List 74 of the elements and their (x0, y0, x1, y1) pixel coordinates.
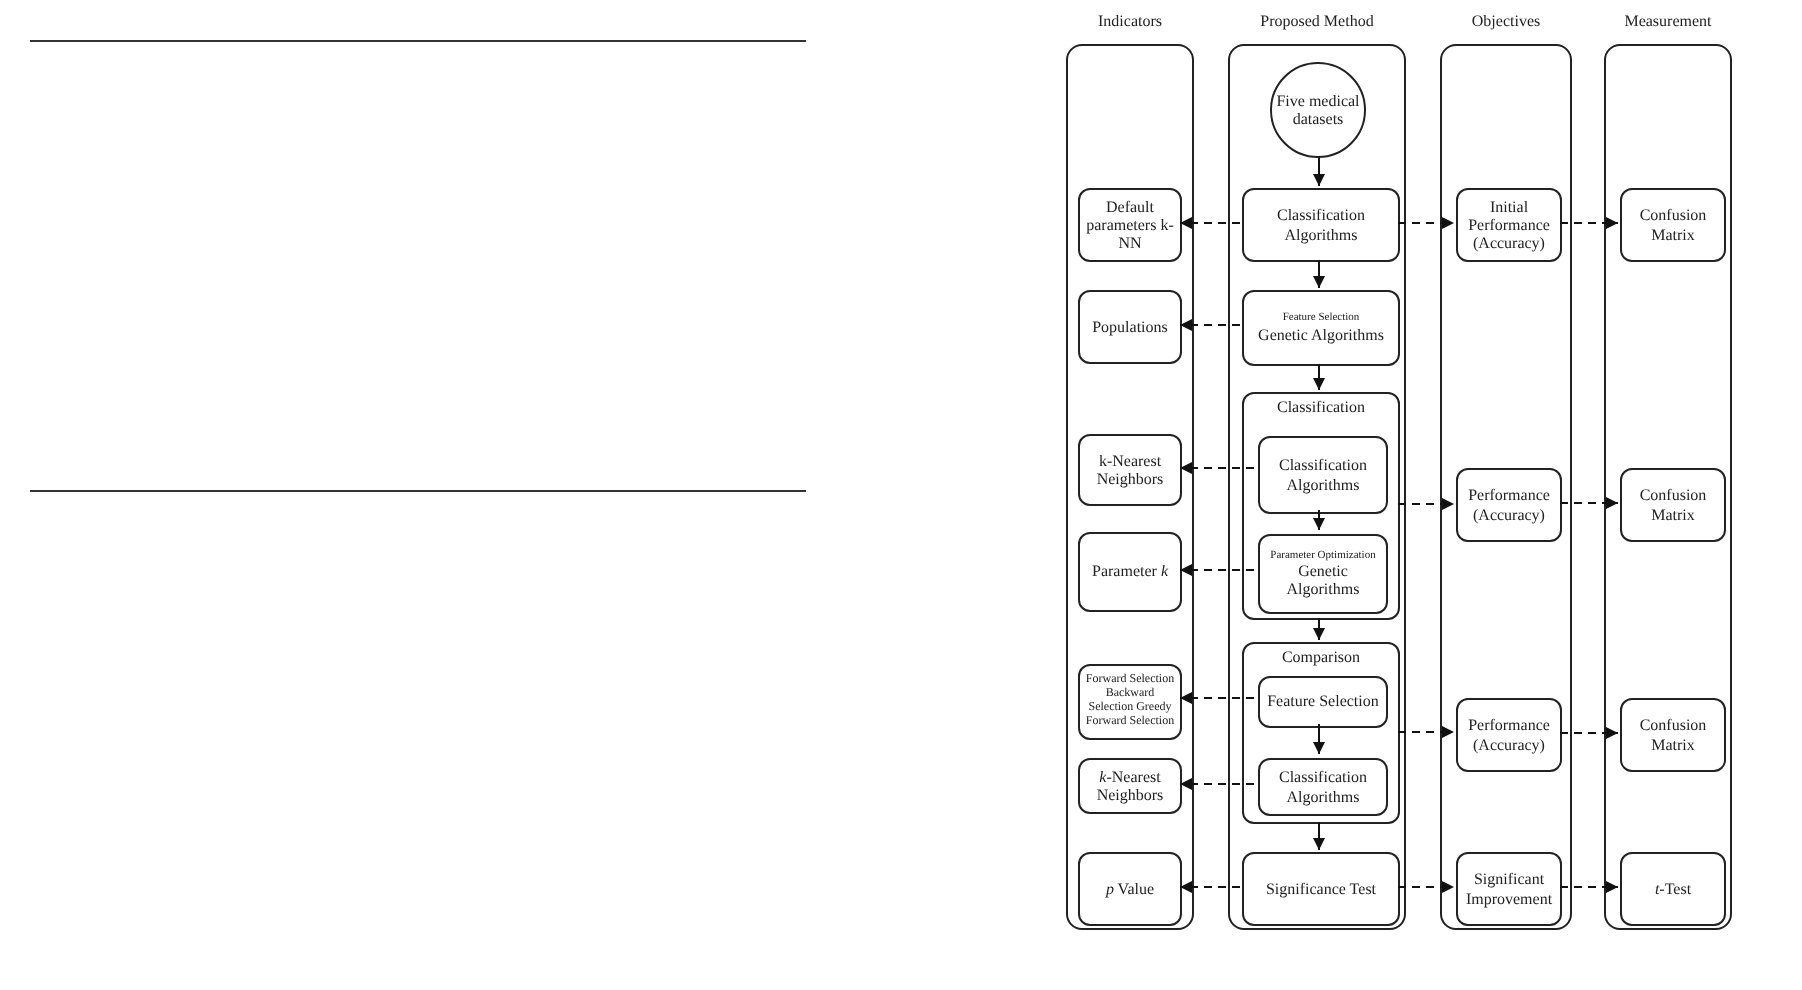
process-box (1078, 852, 1182, 926)
node-label: Classification Algorithms (1277, 768, 1369, 806)
process-box (1078, 290, 1182, 364)
node-label: Significance Test (1265, 879, 1377, 899)
node-label: Genetic Algorithms (1284, 561, 1362, 599)
process-box (1620, 188, 1726, 262)
arrow (1313, 259, 1325, 289)
process-box (1242, 290, 1400, 366)
process-box (1078, 664, 1182, 740)
arrow (1313, 723, 1325, 755)
process-box (1258, 676, 1388, 728)
node-label: Significant Improvement (1463, 870, 1555, 908)
process-box (1078, 434, 1182, 506)
group-box (1242, 392, 1400, 620)
node-label: Populations (1092, 317, 1168, 337)
dashed-arrow (1179, 217, 1241, 229)
dashed-arrow (1397, 498, 1455, 510)
column-heading: Measurement (1622, 12, 1714, 31)
node-label: t-Test (1654, 879, 1692, 899)
start-circle (1270, 62, 1366, 158)
process-box (1242, 852, 1400, 926)
dashed-arrow (1179, 881, 1241, 893)
node-label: Confusion Matrix (1637, 206, 1709, 244)
dashed-arrow (1179, 692, 1255, 704)
node-label: k-Nearest Neighbors (1094, 767, 1166, 805)
node-label: Classification Algorithms (1275, 206, 1367, 244)
group-heading: Classification (1277, 398, 1365, 417)
column-heading: Objectives (1469, 12, 1543, 31)
column-heading: Proposed Method (1258, 12, 1376, 31)
process-box (1456, 852, 1562, 926)
dashed-arrow (1397, 726, 1455, 738)
dashed-arrow (1179, 462, 1255, 474)
node-label: Initial Performance (Accuracy) (1466, 197, 1552, 253)
dashed-arrow (1559, 881, 1619, 893)
process-box (1620, 468, 1726, 542)
node-label: Confusion Matrix (1637, 486, 1709, 524)
group-box (1242, 642, 1400, 824)
process-box (1456, 468, 1562, 542)
node-label: Parameter k (1092, 562, 1168, 582)
column-heading: Indicators (1096, 12, 1164, 31)
dashed-arrow (1559, 497, 1619, 509)
process-box (1620, 852, 1726, 926)
process-box (1078, 532, 1182, 612)
node-label: Classification Algorithms (1277, 456, 1369, 494)
dashed-arrow (1559, 217, 1619, 229)
node-label: Performance (Accuracy) (1466, 486, 1552, 524)
dashed-arrow (1397, 217, 1455, 229)
process-box (1456, 698, 1562, 772)
node-label: Default parameters k-NN (1084, 197, 1176, 253)
node-label: k-Nearest Neighbors (1094, 451, 1166, 489)
node-label: Confusion Matrix (1637, 716, 1709, 754)
dashed-arrow (1559, 727, 1619, 739)
group-heading: Comparison (1281, 648, 1361, 667)
process-box (1258, 758, 1388, 816)
process-box (1078, 758, 1182, 814)
dashed-arrow (1179, 778, 1255, 790)
node-label: Feature Selection (1267, 692, 1379, 712)
node-label: p Value (1105, 879, 1155, 899)
process-box (1620, 698, 1726, 772)
dashed-arrow (1397, 881, 1455, 893)
arrow (1313, 155, 1325, 187)
process-box (1456, 188, 1562, 262)
node-label: Performance (Accuracy) (1466, 716, 1552, 754)
process-box (1242, 188, 1400, 262)
dashed-arrow (1179, 564, 1255, 576)
process-box (1258, 436, 1388, 514)
arrow (1313, 509, 1325, 531)
node-label: Genetic Algorithms (1258, 325, 1384, 344)
arrow (1313, 821, 1325, 851)
arrow (1313, 617, 1325, 641)
arrow (1313, 363, 1325, 391)
process-box (1258, 534, 1388, 614)
dashed-arrow (1179, 319, 1241, 331)
node-label: Five medical datasets (1276, 91, 1360, 129)
